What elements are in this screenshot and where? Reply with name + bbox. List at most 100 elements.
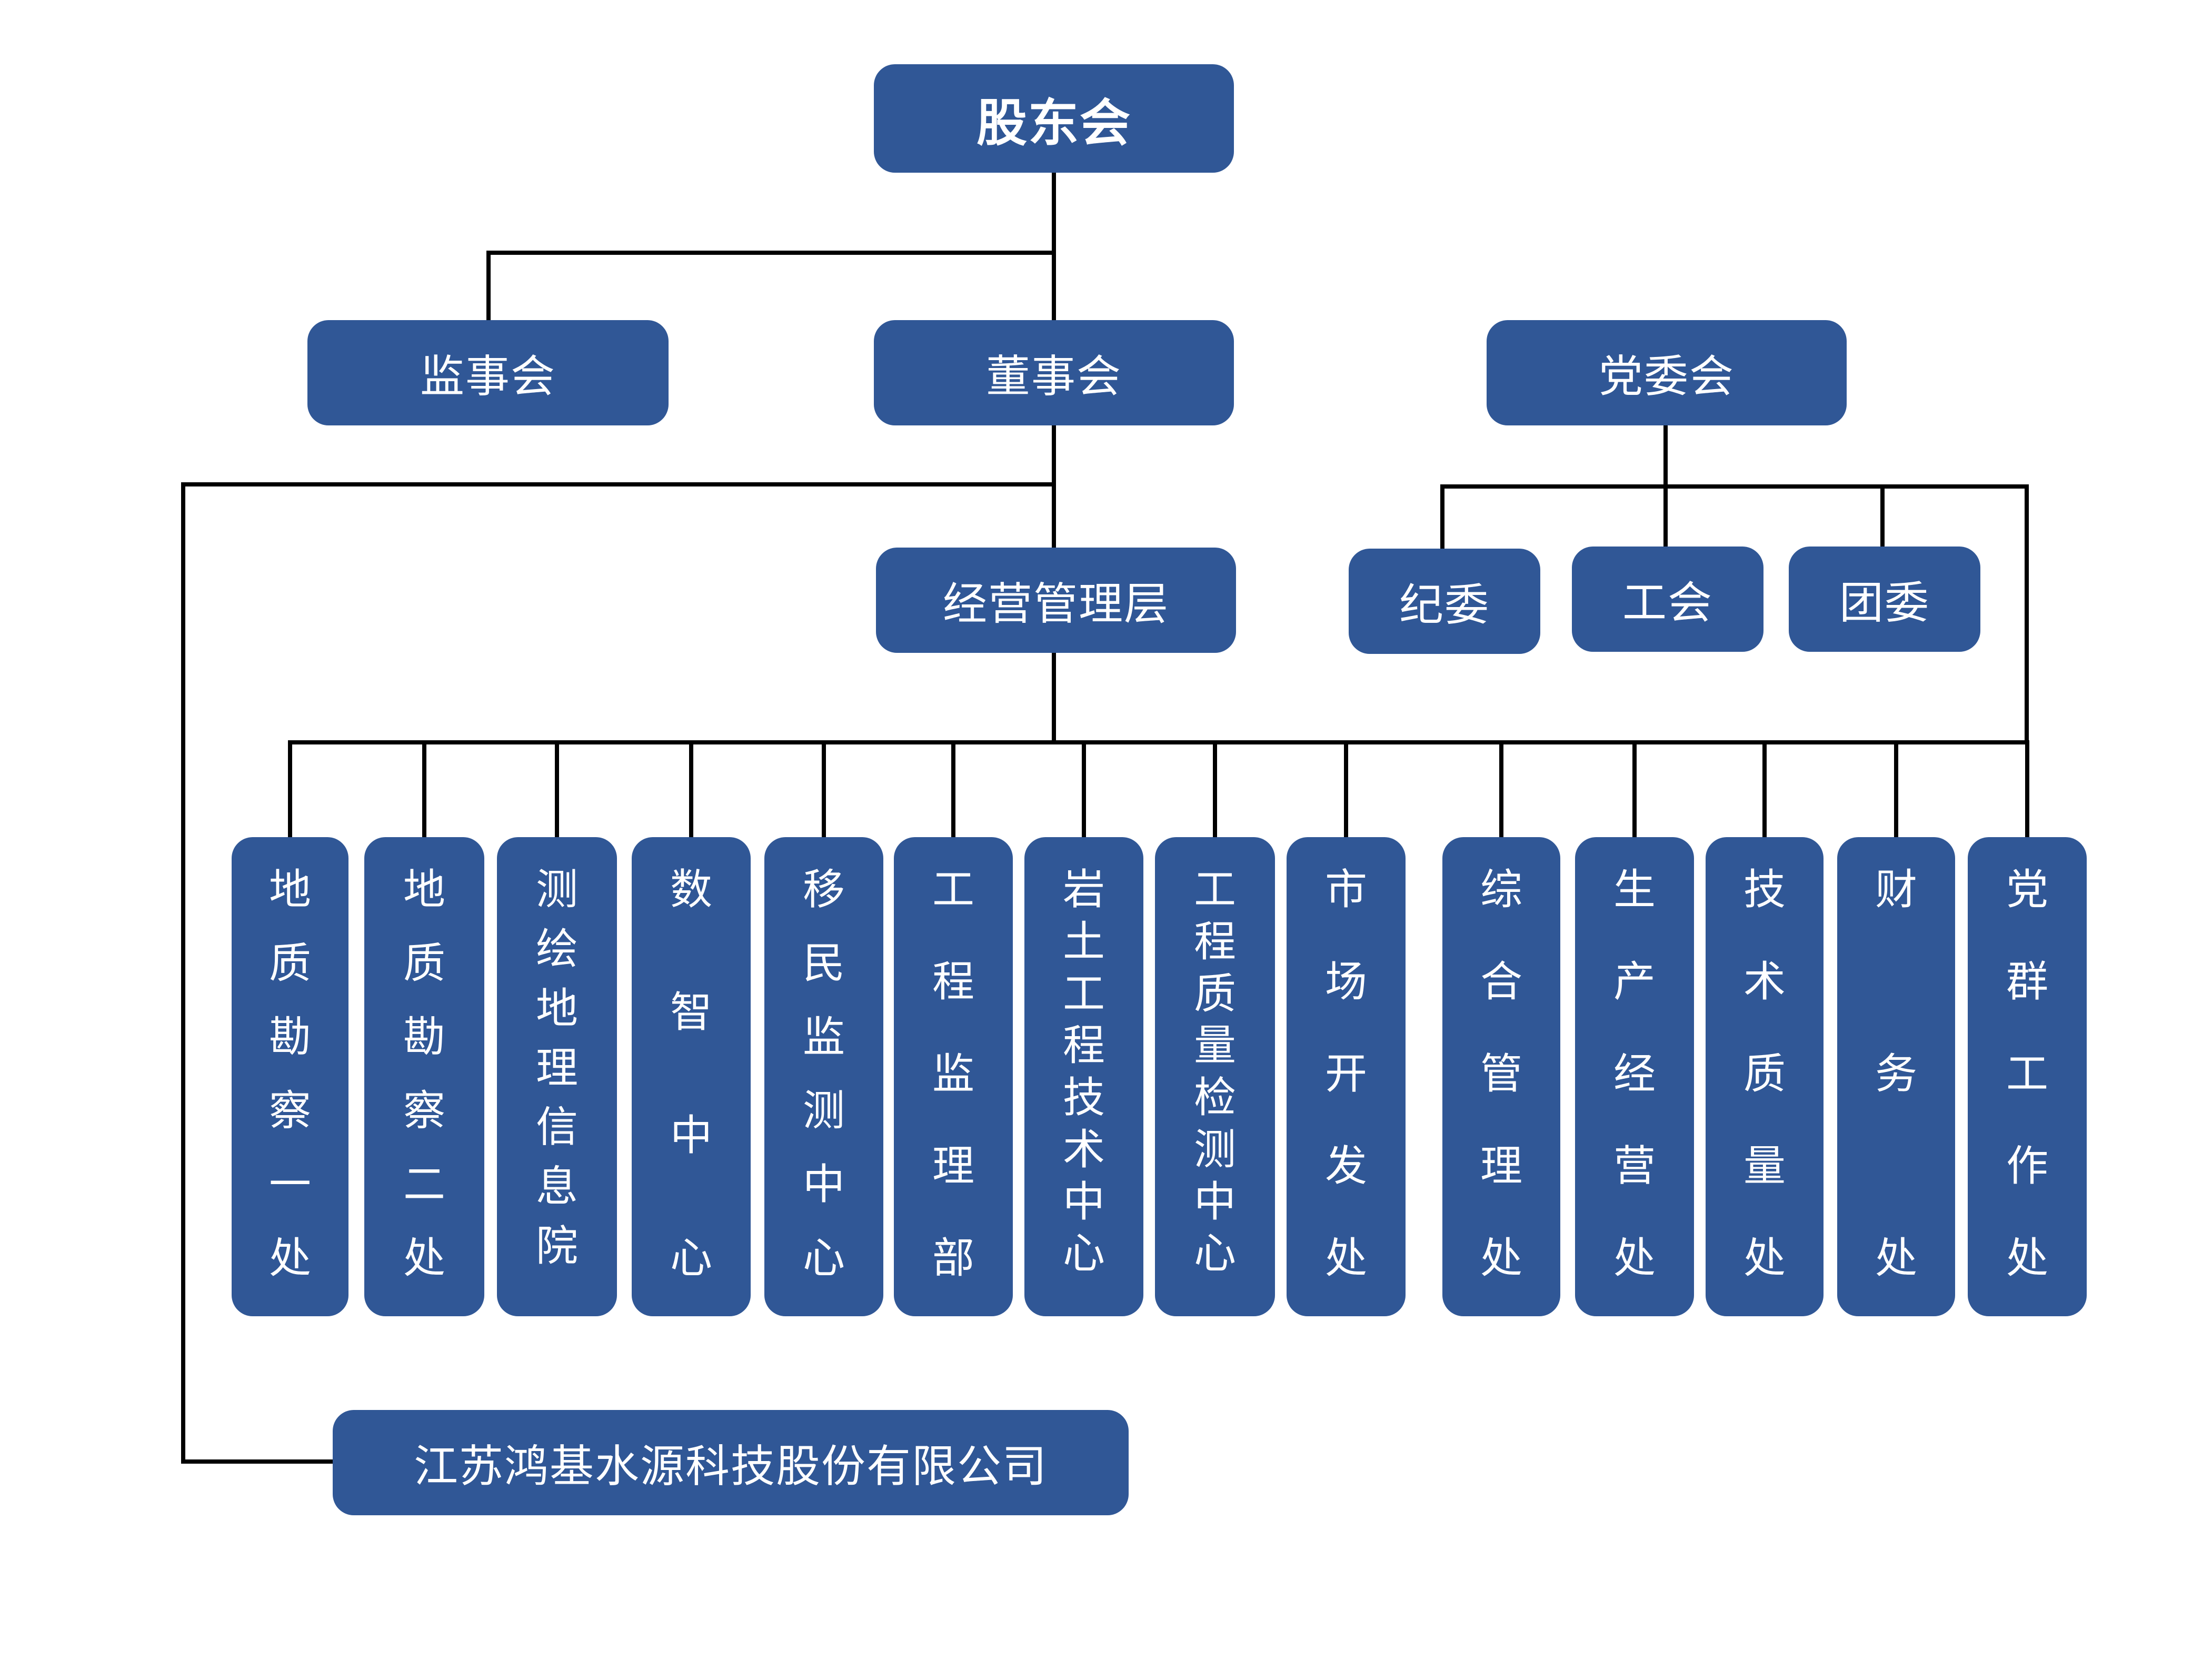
department-box: 岩土工程技术中心: [1024, 837, 1143, 1316]
connector-department-drop: [555, 740, 559, 837]
department-char: 量: [1194, 1021, 1236, 1070]
connector-party-right-vertical: [2025, 484, 2029, 744]
department-char: 数: [670, 865, 712, 914]
department-box: 综合管理处: [1442, 837, 1560, 1316]
department-char: 测: [1194, 1125, 1236, 1174]
department-char: 心: [670, 1233, 712, 1283]
department-char: 工: [1063, 969, 1105, 1018]
department-char: 监: [932, 1049, 974, 1098]
department-char: 处: [1875, 1234, 1917, 1283]
department-box: 党群工作处: [1968, 837, 2087, 1316]
department-char: 一: [269, 1160, 311, 1209]
department-char: 中: [1063, 1177, 1105, 1226]
department-char: 程: [1194, 917, 1236, 966]
department-char: 移: [803, 865, 845, 914]
department-char: 术: [1743, 957, 1786, 1006]
connector-department-drop: [1894, 740, 1898, 837]
connector-subsidiary-horizontal-top: [181, 482, 1056, 486]
department-char: 财: [1875, 865, 1917, 914]
node-supervisory-board: 监事会: [307, 320, 669, 425]
department-char: 经: [1613, 1049, 1656, 1098]
department-char: 合: [1480, 957, 1522, 1006]
department-char: 群: [2006, 957, 2048, 1006]
connector-department-drop: [689, 740, 693, 837]
department-char: 质: [269, 939, 311, 988]
connector-board-down: [1052, 425, 1056, 548]
department-char: 心: [803, 1234, 845, 1283]
department-char: 岩: [1063, 865, 1105, 914]
connector-department-drop: [1762, 740, 1767, 837]
department-char: 质: [1194, 969, 1236, 1018]
department-char: 工: [1194, 865, 1236, 914]
department-char: 院: [536, 1221, 578, 1271]
node-party-committee: 党委会: [1487, 320, 1847, 425]
department-char: 开: [1325, 1049, 1367, 1098]
department-char: 质: [403, 939, 445, 988]
department-char: 营: [1613, 1141, 1656, 1190]
node-shareholders: 股东会: [874, 64, 1234, 173]
department-char: 市: [1325, 865, 1367, 914]
connector-union-down: [1663, 484, 1668, 547]
connector-department-drop: [1344, 740, 1348, 837]
department-char: 处: [1325, 1234, 1367, 1283]
department-char: 监: [803, 1012, 845, 1061]
department-char: 地: [536, 984, 578, 1033]
connector-supervisory-down: [486, 251, 491, 321]
department-char: 二: [403, 1160, 445, 1209]
department-char: 产: [1613, 957, 1656, 1006]
department-char: 务: [1875, 1049, 1917, 1098]
department-char: 理: [1480, 1141, 1522, 1190]
department-char: 管: [1480, 1049, 1522, 1098]
department-char: 发: [1325, 1141, 1367, 1190]
node-discipline-committee: 纪委: [1349, 549, 1540, 654]
department-box: 测绘地理信息院: [497, 837, 617, 1316]
connector-subsidiary-vertical: [181, 482, 185, 1464]
connector-department-drop: [1213, 740, 1217, 837]
connector-subsidiary-horizontal-bottom: [181, 1459, 334, 1464]
node-management: 经营管理层: [876, 548, 1236, 653]
department-char: 生: [1613, 865, 1656, 914]
connector-department-drop: [2025, 740, 2029, 837]
department-char: 测: [803, 1086, 845, 1135]
department-char: 党: [2006, 865, 2048, 914]
department-char: 检: [1194, 1073, 1236, 1122]
connector-department-drop: [1082, 740, 1086, 837]
department-char: 程: [932, 957, 974, 1006]
department-box: 财务处: [1837, 837, 1955, 1316]
department-char: 技: [1063, 1073, 1105, 1122]
department-char: 勘: [269, 1012, 311, 1061]
department-box: 地质勘察一处: [232, 837, 348, 1316]
department-box: 数智中心: [632, 837, 751, 1316]
department-char: 术: [1063, 1125, 1105, 1174]
connector-discipline-down: [1440, 484, 1444, 549]
department-char: 地: [403, 865, 445, 914]
department-char: 察: [403, 1086, 445, 1135]
department-char: 中: [670, 1110, 712, 1160]
department-char: 处: [1743, 1234, 1786, 1283]
department-char: 作: [2006, 1141, 2048, 1190]
connector-youth-down: [1880, 484, 1885, 547]
department-char: 综: [1480, 865, 1522, 914]
department-box: 技术质量处: [1706, 837, 1824, 1316]
connector-department-drop: [951, 740, 955, 837]
node-youth-league: 团委: [1789, 547, 1980, 652]
department-char: 中: [1194, 1177, 1236, 1226]
department-char: 质: [1743, 1049, 1786, 1098]
department-char: 处: [1613, 1234, 1656, 1283]
connector-department-drop: [822, 740, 826, 837]
department-char: 程: [1063, 1021, 1105, 1070]
department-char: 心: [1194, 1229, 1236, 1278]
department-char: 智: [670, 988, 712, 1037]
department-char: 处: [1480, 1234, 1522, 1283]
department-char: 民: [803, 939, 845, 988]
connector-shareholders-down: [1052, 173, 1056, 321]
department-char: 勘: [403, 1012, 445, 1061]
department-char: 理: [932, 1141, 974, 1190]
department-char: 信: [536, 1102, 578, 1152]
node-labor-union: 工会: [1572, 547, 1763, 652]
department-char: 处: [403, 1234, 445, 1283]
connector-department-drop: [288, 740, 292, 837]
connector-departments-bus: [288, 740, 2029, 744]
node-board-of-directors: 董事会: [874, 320, 1234, 425]
